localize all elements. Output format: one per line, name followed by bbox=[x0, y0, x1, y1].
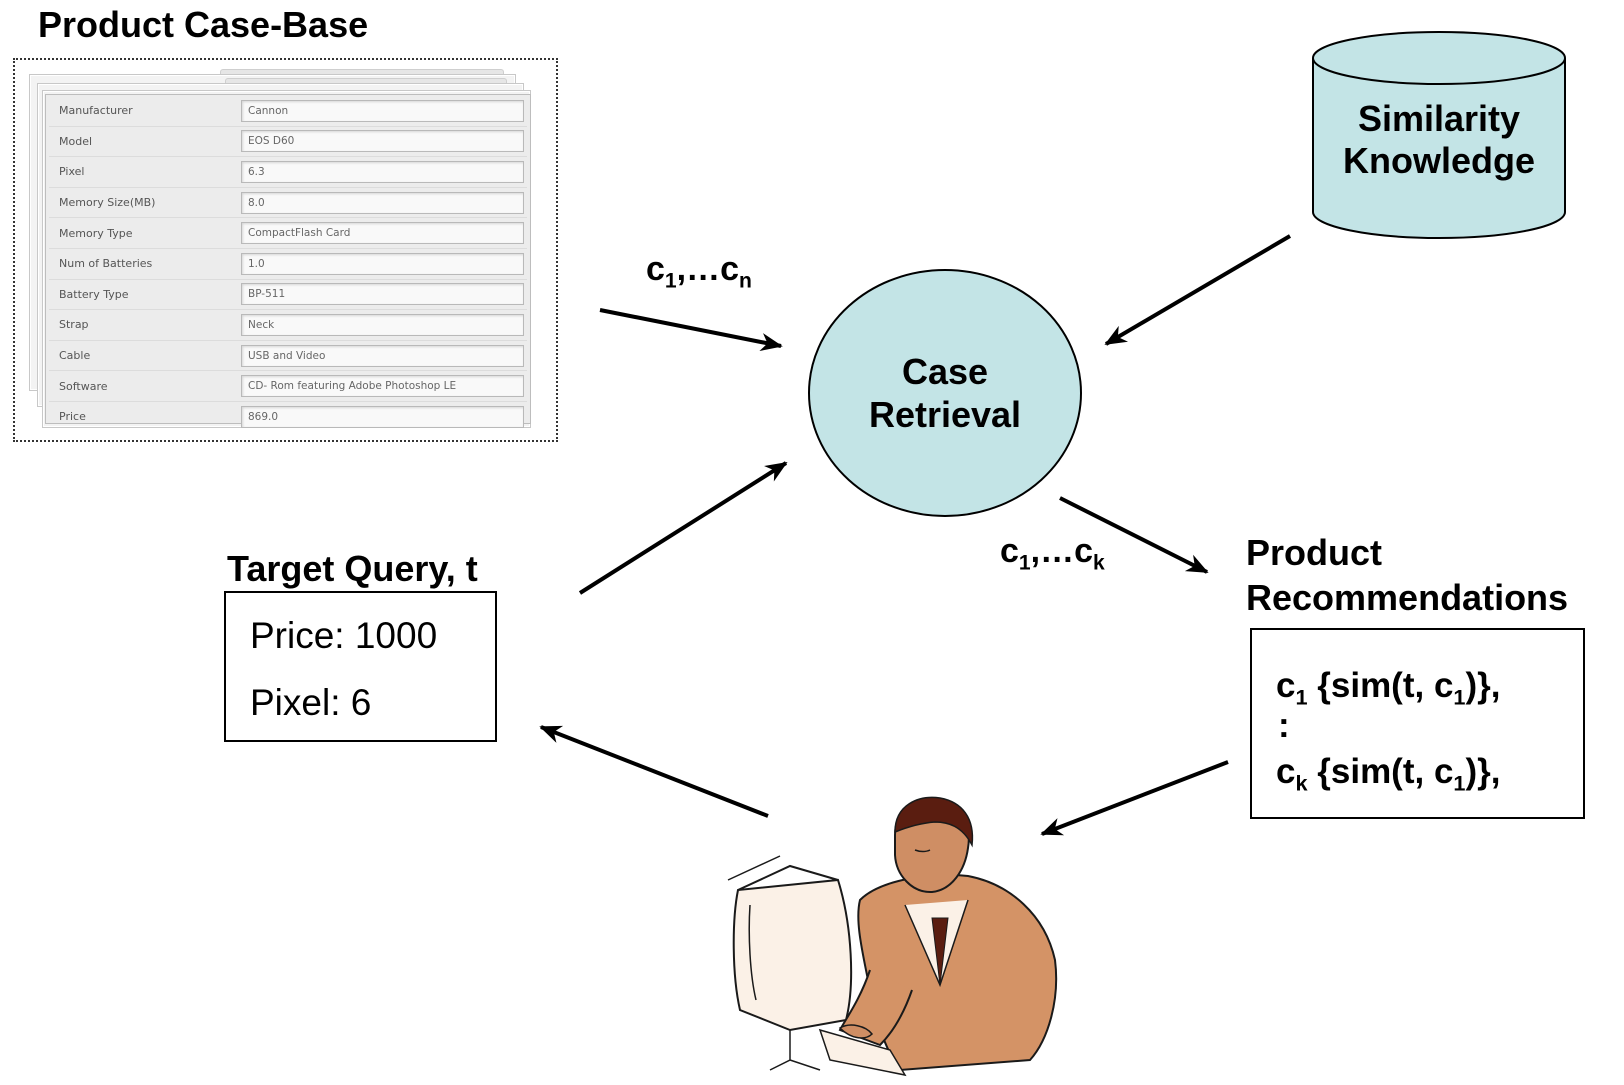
case-form: Manufacturer Cannon Model EOS D60 Pixel 6.3… bbox=[45, 94, 531, 428]
form-row: Strap Neck bbox=[49, 310, 527, 341]
form-row: Manufacturer Cannon bbox=[49, 96, 527, 127]
rec1-sub: 1 bbox=[1295, 684, 1308, 710]
form-row: Memory Type CompactFlash Card bbox=[49, 218, 527, 249]
edge-in-sub1: 1 bbox=[664, 269, 677, 293]
case-retrieval-node bbox=[808, 269, 1082, 517]
form-label: Manufacturer bbox=[59, 104, 133, 118]
similarity-line1: Similarity bbox=[1357, 98, 1521, 139]
edge-out-dots: ,…c bbox=[1030, 532, 1094, 570]
edge-in-subn: n bbox=[739, 269, 752, 293]
form-value: USB and Video bbox=[241, 344, 524, 367]
form-row: Cable USB and Video bbox=[49, 341, 527, 372]
form-label: Memory Size(MB) bbox=[59, 196, 156, 210]
rec2-sub2: 1 bbox=[1453, 770, 1466, 796]
similarity-knowledge-label: Similarity Knowledge bbox=[1313, 98, 1565, 183]
target-query-title: Target Query, t bbox=[227, 548, 478, 589]
form-value: 1.0 bbox=[241, 252, 524, 275]
arrow-recommendations-to-user bbox=[1040, 760, 1229, 836]
form-row: Pixel 6.3 bbox=[49, 157, 527, 188]
form-label: Model bbox=[59, 134, 93, 148]
edge-in-base: c bbox=[646, 250, 665, 288]
form-value: EOS D60 bbox=[241, 130, 524, 153]
target-query-box: Price: 1000 Pixel: 6 bbox=[224, 591, 497, 742]
similarity-knowledge-cylinder bbox=[1312, 31, 1566, 239]
rec1-text: {sim(t, c bbox=[1307, 666, 1454, 705]
form-value: CD- Rom featuring Adobe Photoshop LE bbox=[241, 375, 524, 398]
form-value: Neck bbox=[241, 313, 524, 336]
form-label: Num of Batteries bbox=[59, 257, 153, 271]
form-row: Software CD- Rom featuring Adobe Photosho… bbox=[49, 371, 527, 402]
form-row: Battery Type BP-511 bbox=[49, 280, 527, 311]
form-value: BP-511 bbox=[241, 283, 524, 306]
form-label: Pixel bbox=[59, 165, 85, 179]
form-value: Cannon bbox=[241, 99, 524, 122]
arrow-query-to-retrieval bbox=[578, 461, 788, 595]
case-base-title: Product Case-Base bbox=[38, 4, 369, 45]
form-label: Memory Type bbox=[59, 226, 133, 240]
rec1-base: c bbox=[1276, 666, 1296, 705]
edge-label-top-k: c1,…ck bbox=[1000, 532, 1105, 575]
user-at-computer-image bbox=[727, 796, 1058, 1077]
retrieval-line2: Retrieval bbox=[868, 394, 1022, 436]
arrow-casebase-to-retrieval bbox=[599, 308, 783, 352]
query-pixel: Pixel: 6 bbox=[250, 682, 372, 723]
recommendations-title-line1: Product bbox=[1246, 532, 1383, 573]
form-label: Strap bbox=[59, 318, 89, 332]
retrieval-line1: Case bbox=[901, 351, 989, 392]
form-row: Price 869.0 bbox=[49, 402, 527, 432]
case-base-stack: Manufacturer Cannon Model EOS D60 Pixel 6.3… bbox=[13, 58, 558, 442]
arrow-user-to-query bbox=[539, 725, 769, 818]
recommendation-ellipsis: : bbox=[1278, 706, 1290, 745]
rec2-sub: k bbox=[1295, 770, 1308, 796]
form-row: Num of Batteries 1.0 bbox=[49, 249, 527, 280]
form-label: Battery Type bbox=[59, 287, 129, 301]
form-label: Cable bbox=[59, 349, 91, 363]
edge-out-subk: k bbox=[1093, 551, 1105, 575]
form-row: Model EOS D60 bbox=[49, 127, 527, 158]
form-value: 8.0 bbox=[241, 191, 524, 214]
rec1-sub2: 1 bbox=[1453, 684, 1466, 710]
arrow-similarity-to-retrieval bbox=[1104, 234, 1292, 346]
edge-label-all-cases: c1,…cn bbox=[646, 250, 752, 293]
recommendations-box: c1 {sim(t, c1)}, : ck {sim(t, c1)}, bbox=[1250, 628, 1585, 819]
recommendations-title-line2: Recommendations bbox=[1246, 577, 1569, 619]
recommendation-first: c1 {sim(t, c1)}, bbox=[1276, 666, 1501, 708]
query-price: Price: 1000 bbox=[250, 615, 438, 656]
rec2-base: c bbox=[1276, 752, 1296, 791]
edge-out-sub1: 1 bbox=[1018, 551, 1031, 575]
rec2-end: )}, bbox=[1465, 752, 1501, 791]
case-retrieval-label: Case Retrieval bbox=[809, 350, 1081, 436]
form-value: 869.0 bbox=[241, 405, 524, 428]
arrow-retrieval-to-recommendations bbox=[1059, 496, 1209, 574]
form-label: Software bbox=[59, 379, 108, 393]
edge-in-dots: ,…c bbox=[676, 250, 740, 288]
form-row: Memory Size(MB) 8.0 bbox=[49, 188, 527, 219]
similarity-line2: Knowledge bbox=[1342, 140, 1535, 182]
form-value: CompactFlash Card bbox=[241, 222, 524, 245]
recommendation-kth: ck {sim(t, c1)}, bbox=[1276, 752, 1501, 794]
form-label: Price bbox=[59, 410, 86, 424]
recommendations-title: Product Recommendations bbox=[1246, 530, 1568, 621]
form-value: 6.3 bbox=[241, 160, 524, 183]
edge-out-base: c bbox=[1000, 532, 1019, 570]
rec1-end: )}, bbox=[1465, 666, 1501, 705]
rec2-text: {sim(t, c bbox=[1307, 752, 1454, 791]
